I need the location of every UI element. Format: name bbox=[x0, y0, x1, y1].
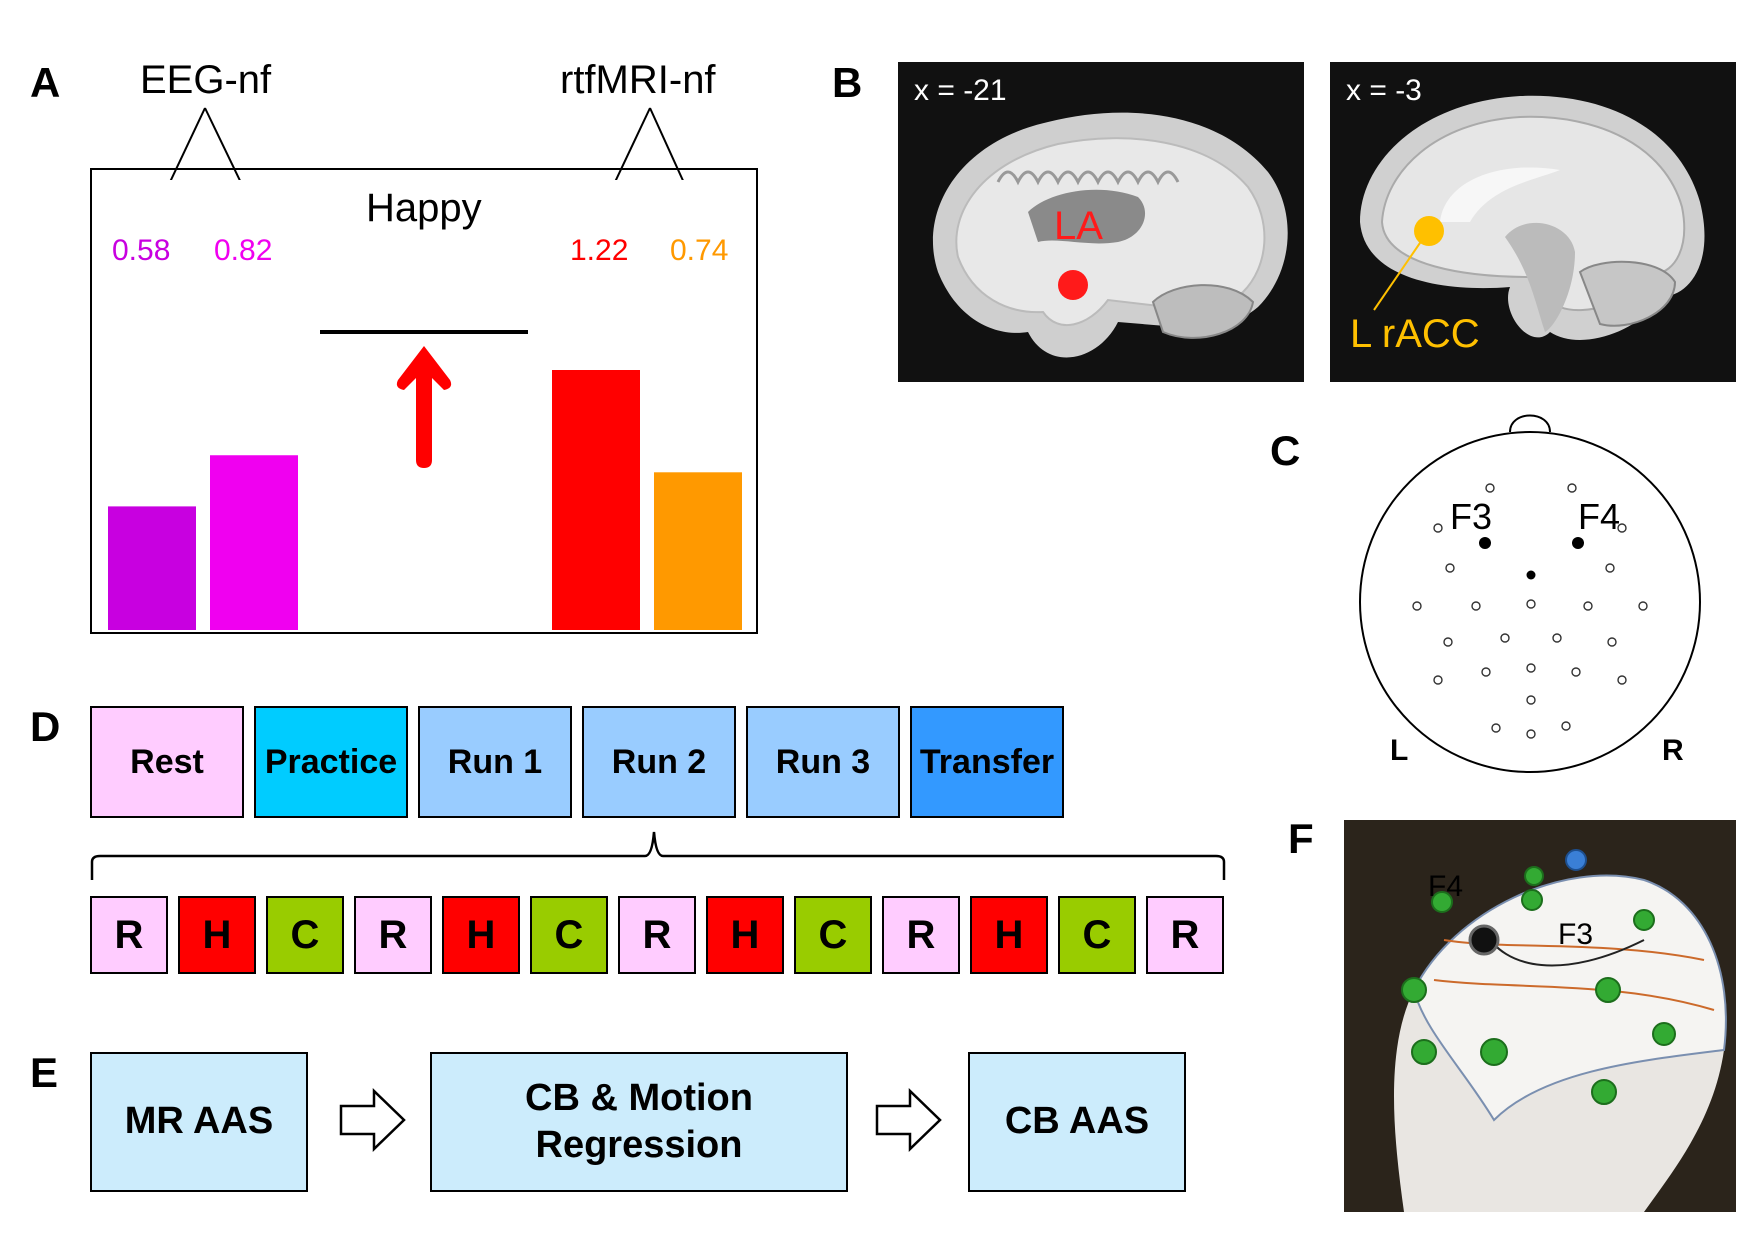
cb-motion-regression-step: CB & Motion Regression bbox=[430, 1052, 848, 1192]
sequence-block-9: C bbox=[794, 896, 872, 974]
sequence-block-13: R bbox=[1146, 896, 1224, 974]
session-block-6: Transfer bbox=[910, 706, 1064, 818]
bar-2 bbox=[210, 455, 298, 630]
sequence-block-3: C bbox=[266, 896, 344, 974]
right-hemisphere-label: R bbox=[1662, 734, 1684, 767]
bar-1 bbox=[108, 506, 196, 630]
eeg-electrode-montage bbox=[1359, 414, 1701, 773]
panel-label-e: E bbox=[30, 1049, 59, 1096]
eeg-cap-photo: F4 F3 bbox=[1344, 820, 1736, 1212]
panel-label-a: A bbox=[30, 59, 61, 106]
eeg-nf-label: EEG-nf bbox=[140, 58, 272, 102]
mr-aas-step: MR AAS bbox=[90, 1052, 308, 1192]
rACC-roi-label: L rACC bbox=[1350, 312, 1480, 356]
value-label-2: 0.82 bbox=[214, 234, 273, 267]
rACC-roi-marker bbox=[1414, 216, 1444, 246]
run-expansion-brace bbox=[90, 831, 1226, 880]
session-block-2: Practice bbox=[254, 706, 408, 818]
up-arrow-icon bbox=[396, 346, 452, 468]
panel-label-f: F bbox=[1288, 815, 1314, 862]
cap-f4-label: F4 bbox=[1428, 870, 1464, 903]
sequence-block-4: R bbox=[354, 896, 432, 974]
brain-sagittal-right bbox=[1360, 95, 1705, 340]
f3-electrode bbox=[1479, 537, 1491, 549]
cap-f3-label: F3 bbox=[1558, 918, 1594, 951]
panel-label-d: D bbox=[30, 703, 61, 750]
la-roi-marker bbox=[1058, 270, 1088, 300]
rACC-pointer bbox=[1373, 239, 1423, 311]
value-label-4: 0.74 bbox=[670, 234, 729, 267]
f4-label: F4 bbox=[1578, 496, 1621, 537]
f4-electrode bbox=[1572, 537, 1584, 549]
session-block-5: Run 3 bbox=[746, 706, 900, 818]
flow-arrow-2 bbox=[875, 1088, 942, 1152]
condition-label: Happy bbox=[366, 186, 482, 230]
brain-sagittal-left bbox=[932, 112, 1288, 358]
sequence-block-5: H bbox=[442, 896, 520, 974]
left-hemisphere-label: L bbox=[1390, 734, 1409, 767]
bar-4 bbox=[654, 472, 742, 630]
cb-aas-step: CB AAS bbox=[968, 1052, 1186, 1192]
bar-3 bbox=[552, 370, 640, 630]
nose-marker bbox=[1509, 414, 1551, 433]
label-pointer-arrows bbox=[169, 107, 684, 180]
mri-slice-left: x = -21 LA bbox=[898, 62, 1304, 382]
right-slice-coordinate: x = -3 bbox=[1346, 74, 1422, 107]
sequence-block-8: H bbox=[706, 896, 784, 974]
sequence-block-12: C bbox=[1058, 896, 1136, 974]
value-label-1: 0.58 bbox=[112, 234, 171, 267]
sequence-block-2: H bbox=[178, 896, 256, 974]
mri-slice-right: x = -3 L rACC bbox=[1330, 62, 1736, 382]
f3-label: F3 bbox=[1450, 496, 1493, 537]
la-roi-label: LA bbox=[1054, 204, 1103, 248]
session-block-4: Run 2 bbox=[582, 706, 736, 818]
rtfmri-nf-label: rtfMRI-nf bbox=[560, 58, 716, 102]
reference-electrode bbox=[1526, 570, 1536, 580]
panel-label-b: B bbox=[832, 59, 863, 106]
value-label-3: 1.22 bbox=[570, 234, 629, 267]
bar-chart-frame: Happy 0.58 0.82 1.22 0.74 bbox=[90, 168, 758, 634]
eeg-cap-illustration bbox=[1344, 820, 1736, 1212]
sequence-block-10: R bbox=[882, 896, 960, 974]
bar-chart bbox=[108, 330, 742, 630]
electrode-grid bbox=[1412, 483, 1648, 739]
left-slice-coordinate: x = -21 bbox=[914, 74, 1007, 107]
flow-arrow-1 bbox=[339, 1088, 406, 1152]
session-block-1: Rest bbox=[90, 706, 244, 818]
sequence-block-1: R bbox=[90, 896, 168, 974]
sequence-block-6: C bbox=[530, 896, 608, 974]
session-block-3: Run 1 bbox=[418, 706, 572, 818]
sequence-block-7: R bbox=[618, 896, 696, 974]
panel-label-c: C bbox=[1270, 427, 1301, 474]
sequence-block-11: H bbox=[970, 896, 1048, 974]
